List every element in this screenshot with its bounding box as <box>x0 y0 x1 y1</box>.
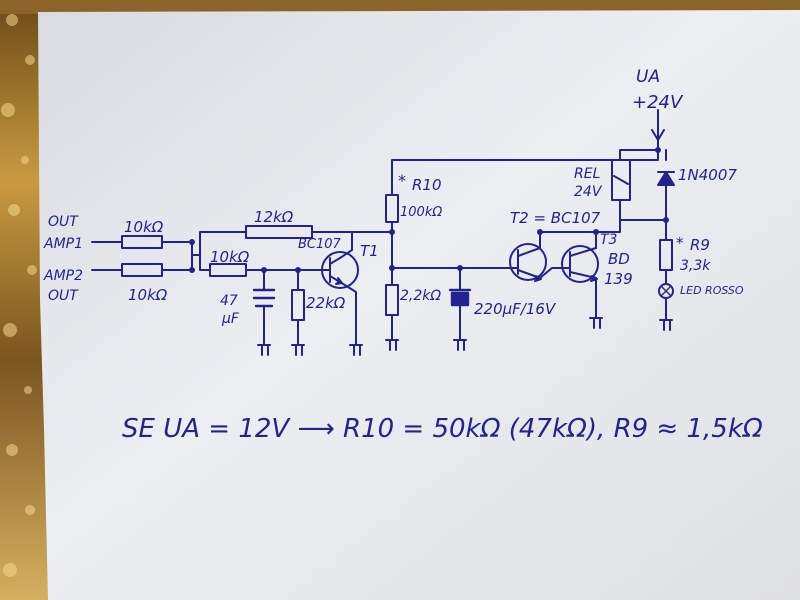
resistor-10k <box>209 263 247 277</box>
label-t3-type-b: 139 <box>604 270 633 288</box>
label-r10-name: R10 <box>412 176 442 194</box>
label-amp1: AMP1 <box>43 236 83 252</box>
label-r9-value: 3,3k <box>680 258 711 274</box>
label-star-r9: * <box>676 234 684 252</box>
resistor-r-in1 <box>121 235 163 249</box>
schematic-labels: OUT AMP1 AMP2 OUT 10kΩ 10kΩ 12kΩ 10kΩ 47… <box>43 67 744 327</box>
power-parts <box>611 109 675 299</box>
capacitors <box>252 288 472 308</box>
label-r-in1: 10kΩ <box>124 218 164 236</box>
label-led: LED ROSSO <box>680 284 744 297</box>
label-r-22k: 22kΩ <box>306 294 346 312</box>
label-r-in2: 10kΩ <box>128 286 168 304</box>
label-t1-type: BC107 <box>298 237 342 252</box>
resistor-12k <box>245 225 313 239</box>
resistor-r9 <box>659 239 673 271</box>
label-r-10k: 10kΩ <box>210 248 250 266</box>
resistor-22k <box>291 289 305 321</box>
transistor-t3 <box>551 245 599 283</box>
label-ua-name: UA <box>636 67 660 87</box>
relay-coil <box>611 159 631 201</box>
label-r10-value: 100kΩ <box>400 205 442 220</box>
ground-symbols <box>257 317 673 356</box>
junction-dots <box>189 147 669 273</box>
label-cap-47: 47 <box>220 293 238 309</box>
label-r9-name: R9 <box>690 236 710 254</box>
label-diode: 1N4007 <box>678 166 737 184</box>
label-out2: OUT <box>48 288 79 304</box>
label-r-12k: 12kΩ <box>254 208 294 226</box>
resistor-r-in2 <box>121 263 163 277</box>
note-formula: SE UA = 12V ⟶ R10 = 50kΩ (47kΩ), R9 ≈ 1,… <box>122 414 763 444</box>
label-relay-name: REL <box>574 166 600 182</box>
resistor-2k2 <box>385 284 399 316</box>
resistor-r10 <box>385 194 399 223</box>
foil-texture <box>1 14 37 577</box>
label-star-r10: * <box>398 171 406 190</box>
label-ua-value: +24V <box>632 92 684 113</box>
transistor-t1 <box>321 251 359 289</box>
resistors <box>121 194 673 321</box>
label-r-base: 2,2kΩ <box>400 288 441 304</box>
transistors <box>321 243 599 289</box>
label-t1-name: T1 <box>360 242 379 260</box>
led-rosso <box>658 283 674 299</box>
transistor-t2 <box>499 243 547 282</box>
label-relay-value: 24V <box>574 184 603 200</box>
label-t3-type-a: BD <box>608 250 630 268</box>
diode-1n4007 <box>657 171 675 186</box>
label-t2: T2 = BC107 <box>510 209 601 227</box>
paper-sheet <box>38 10 800 600</box>
label-cap-220: 220μF/16V <box>474 300 557 318</box>
foil-top <box>0 0 800 14</box>
label-out1: OUT <box>48 214 79 230</box>
capacitor-47uf <box>252 288 276 308</box>
capacitor-220uf <box>448 288 472 307</box>
label-amp2: AMP2 <box>43 268 83 284</box>
label-t3-name: T3 <box>600 232 617 248</box>
label-cap-47-unit: μF <box>221 311 240 327</box>
